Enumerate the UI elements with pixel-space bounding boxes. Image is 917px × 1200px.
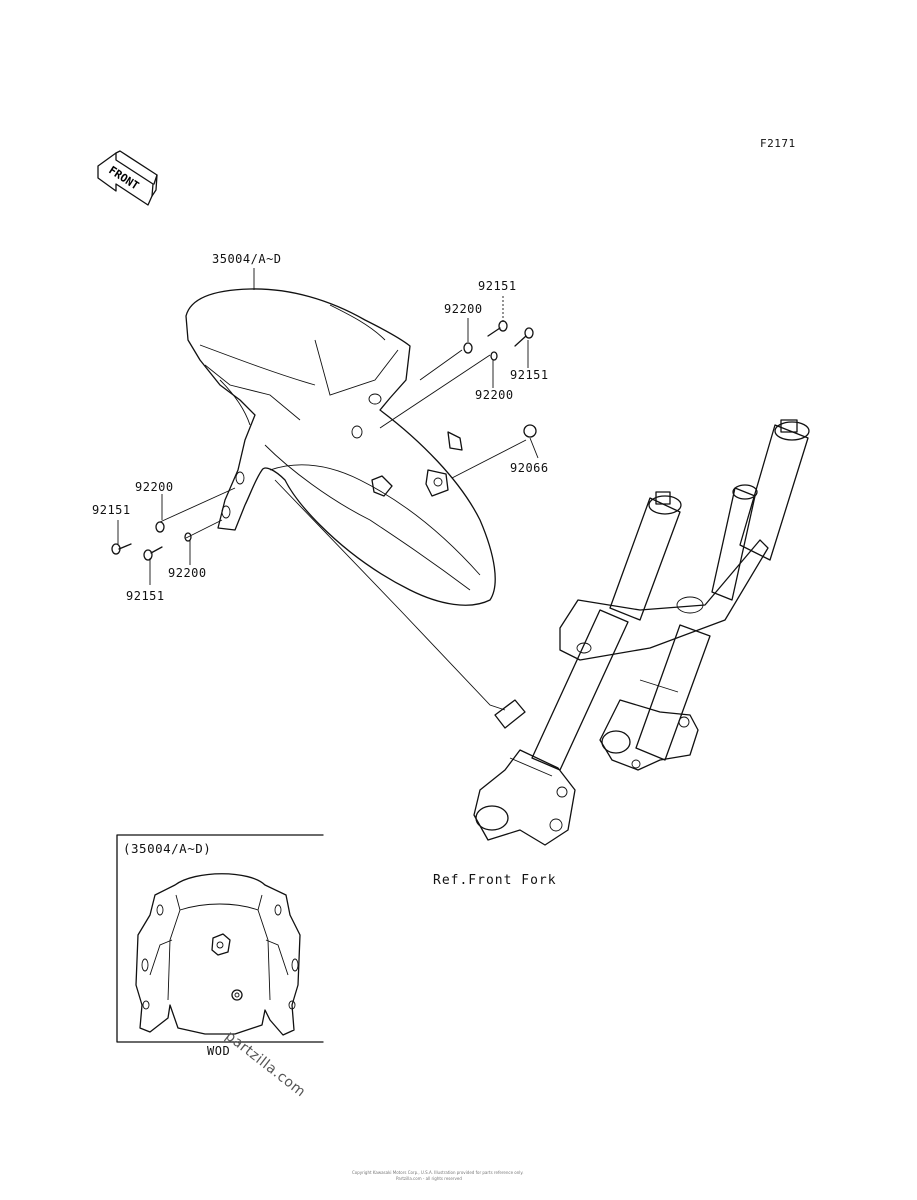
washer-icon <box>490 351 498 361</box>
washer-icon <box>184 532 192 542</box>
nut-icon <box>523 424 537 438</box>
callout-washer-top: 92200 <box>444 302 483 316</box>
callout-bolt-left-lower: 92151 <box>126 589 165 603</box>
reference-label: Ref.Front Fork <box>433 873 557 888</box>
bolt-icon <box>143 546 163 561</box>
leader-lines <box>117 268 539 711</box>
callout-bolt-top: 92151 <box>478 279 517 293</box>
inset-title: (35004/A~D) <box>123 841 212 856</box>
front-arrow-icon: FRONT <box>97 150 158 206</box>
callout-fender: 35004/A~D <box>212 252 282 266</box>
callout-washer-right: 92200 <box>475 388 514 402</box>
figure-code: F2171 <box>760 137 796 150</box>
inset-frame <box>116 834 324 1043</box>
callout-washer-left-lower: 92200 <box>168 566 207 580</box>
footer-line-1: Copyright Kawasaki Motors Corp., U.S.A. … <box>352 1170 524 1175</box>
front-fender <box>185 288 496 606</box>
washer-icon <box>155 521 165 533</box>
bolt-icon <box>514 327 534 347</box>
footer-line-2: Partzilla.com - all rights reserved <box>396 1176 462 1181</box>
callout-bolt-left-upper: 92151 <box>92 503 131 517</box>
callout-nut: 92066 <box>510 461 549 475</box>
fasteners <box>111 320 537 561</box>
inset-fender <box>135 873 301 1036</box>
washer-icon <box>463 342 473 354</box>
callout-bolt-right: 92151 <box>510 368 549 382</box>
inset-caption: WOD <box>207 1044 231 1058</box>
callout-washer-left-upper: 92200 <box>135 480 174 494</box>
bolt-icon <box>111 543 132 555</box>
front-fork <box>473 419 810 846</box>
bolt-icon <box>487 320 508 337</box>
